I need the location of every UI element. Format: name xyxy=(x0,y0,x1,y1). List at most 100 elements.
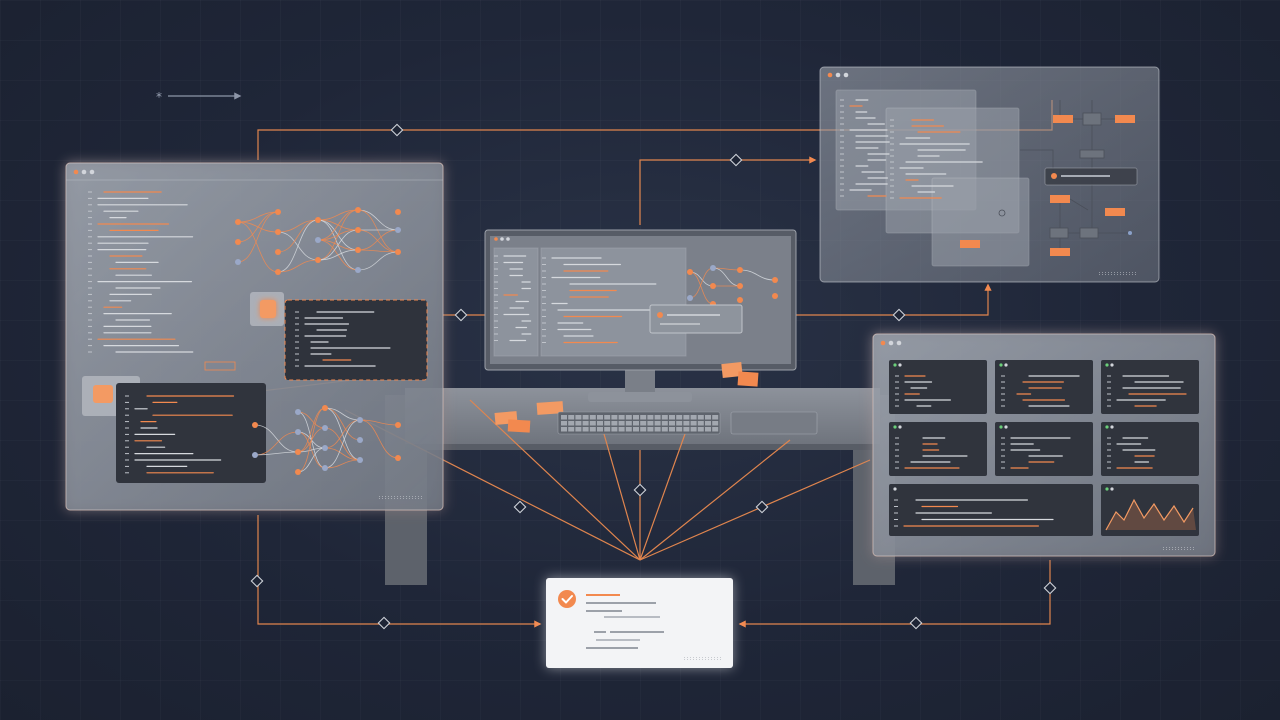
key xyxy=(575,427,582,432)
key xyxy=(604,421,611,426)
network-graph xyxy=(235,207,401,275)
key xyxy=(676,421,683,426)
network-node xyxy=(355,247,361,253)
key xyxy=(640,427,647,432)
dashboard-tile xyxy=(889,360,987,414)
top-right-diagram-window: ::::::::::::: xyxy=(819,66,1160,283)
key xyxy=(640,421,647,426)
network-edge xyxy=(254,424,299,453)
code-popup-dashed xyxy=(284,299,428,381)
window-control-dots xyxy=(880,340,902,346)
network-node xyxy=(252,422,258,428)
network-edge xyxy=(357,229,399,253)
network-node xyxy=(737,283,743,289)
right-dashboard-window: ::::::::::: xyxy=(872,333,1216,557)
key xyxy=(597,427,603,432)
key xyxy=(647,415,654,420)
key xyxy=(661,415,668,420)
network-edge xyxy=(359,419,399,459)
network-node xyxy=(275,249,281,255)
key xyxy=(712,421,719,426)
key xyxy=(611,427,618,432)
network-edge xyxy=(277,219,319,273)
network-node xyxy=(687,269,693,275)
key xyxy=(705,427,711,432)
network-node xyxy=(395,209,401,215)
key xyxy=(669,427,675,432)
network-node xyxy=(235,259,241,265)
log-banner xyxy=(1044,167,1138,186)
center-monitor xyxy=(484,229,797,402)
key xyxy=(582,427,589,432)
network-node xyxy=(275,269,281,275)
dashboard-tile-wide xyxy=(889,484,1093,536)
network-node xyxy=(315,237,321,243)
chip-icon xyxy=(250,292,284,326)
key xyxy=(568,427,575,432)
key xyxy=(676,427,683,432)
network-node xyxy=(772,293,778,299)
network-edge xyxy=(317,209,359,261)
code-lines xyxy=(840,99,983,199)
network-edge xyxy=(357,209,399,253)
key xyxy=(669,415,675,420)
network-edge xyxy=(357,229,399,251)
small-tag xyxy=(204,361,236,371)
key xyxy=(697,415,704,420)
key xyxy=(618,415,625,420)
network-node xyxy=(322,425,328,431)
key xyxy=(618,427,625,432)
decorative-arrow: * xyxy=(156,90,242,104)
key xyxy=(690,415,697,420)
key xyxy=(690,427,697,432)
key xyxy=(654,427,661,432)
key xyxy=(712,427,719,432)
key xyxy=(661,421,668,426)
status-footer: ::::::::::: xyxy=(1162,546,1195,552)
svg-text:*: * xyxy=(156,90,162,104)
notification-popup xyxy=(649,304,743,334)
code-pane-dark xyxy=(116,383,266,483)
status-footer: ::::::::::::: xyxy=(683,656,722,662)
network-node xyxy=(710,265,716,271)
key xyxy=(611,415,618,420)
network-node xyxy=(737,267,743,273)
key xyxy=(654,421,661,426)
network-edge xyxy=(297,407,326,473)
network-node xyxy=(355,207,361,213)
code-lines xyxy=(88,191,194,353)
network-node xyxy=(355,227,361,233)
dashboard-tile xyxy=(995,360,1093,414)
dashboard-tile xyxy=(995,422,1093,476)
network-node xyxy=(295,449,301,455)
line-chart-tile xyxy=(1101,484,1199,536)
network-node xyxy=(357,437,363,443)
network-node xyxy=(315,217,321,223)
key xyxy=(683,415,690,420)
trackpad-icon xyxy=(730,411,818,435)
network-edge xyxy=(359,419,399,426)
status-footer: ::::::::::::: xyxy=(1098,271,1137,277)
key xyxy=(697,427,704,432)
network-node xyxy=(737,297,743,303)
key xyxy=(597,415,603,420)
network-node xyxy=(252,452,258,458)
network-graph xyxy=(252,405,401,475)
network-edge xyxy=(297,447,326,473)
network-node xyxy=(315,257,321,263)
key xyxy=(575,421,582,426)
key xyxy=(633,415,639,420)
check-icon xyxy=(558,590,576,608)
keyboard-icon xyxy=(557,411,721,435)
connector-nodes xyxy=(250,123,1057,630)
network-node xyxy=(322,445,328,451)
network-node xyxy=(275,229,281,235)
key xyxy=(561,421,567,426)
key xyxy=(633,421,639,426)
code-lines xyxy=(494,255,661,344)
key xyxy=(669,421,675,426)
key xyxy=(568,415,575,420)
key xyxy=(640,415,647,420)
network-node xyxy=(395,249,401,255)
